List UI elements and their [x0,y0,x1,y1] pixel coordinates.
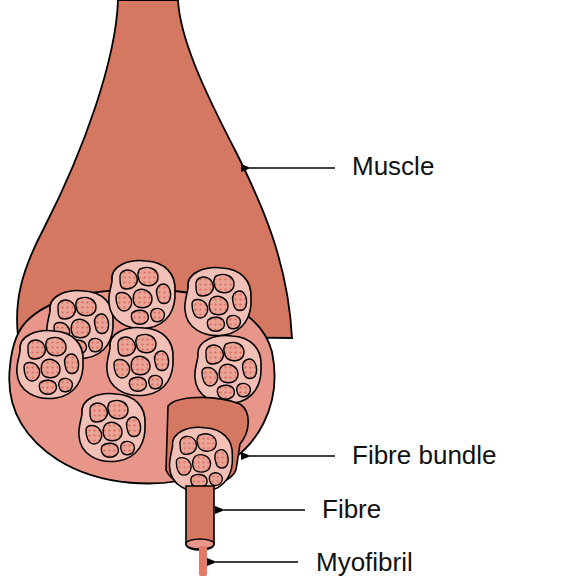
part-label: Myofibril [316,546,413,578]
leader-arrow [250,455,335,457]
leader-arrow [224,509,305,511]
leader-arrow [216,561,298,563]
part-label: Muscle [352,150,434,182]
part-label: Fibre [322,493,381,525]
part-label: Fibre bundle [352,439,497,471]
leader-arrow [250,167,335,169]
